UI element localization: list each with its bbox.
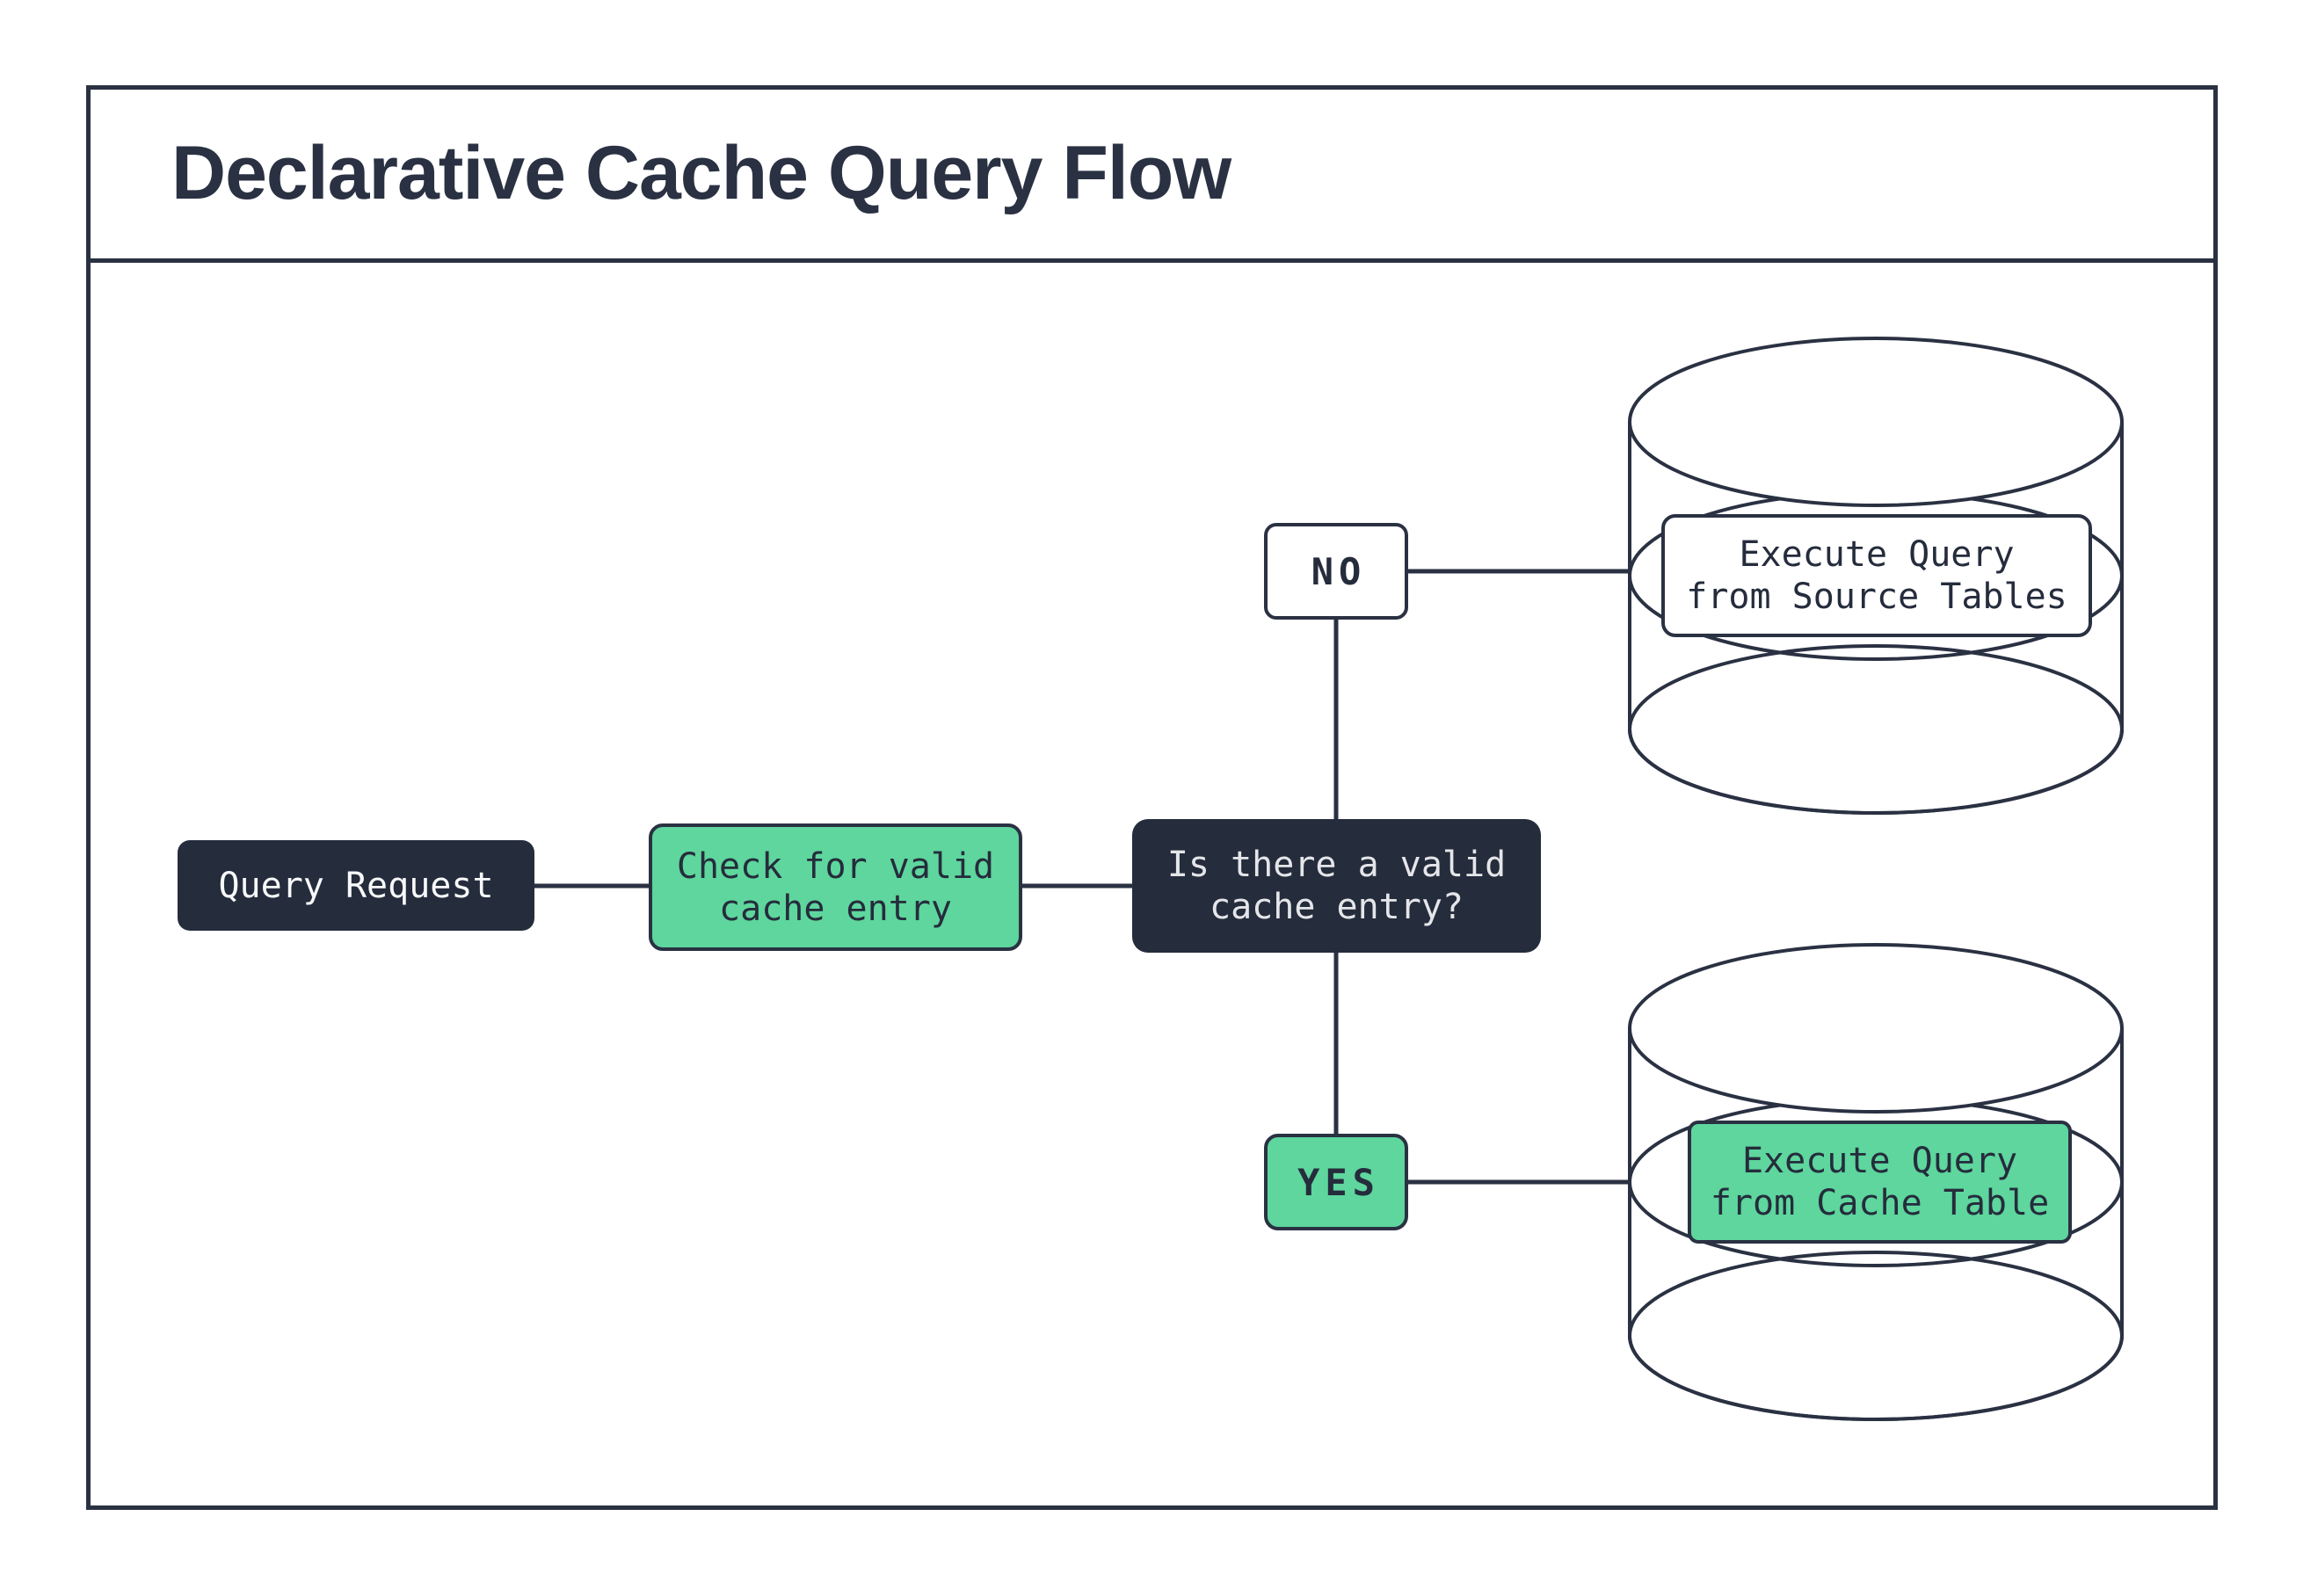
database-cylinder-cache — [1628, 943, 2124, 1421]
node-execute-query-cache-table: Execute Query from Cache Table — [1688, 1121, 2072, 1244]
page-title: Declarative Cache Query Flow — [171, 131, 1231, 215]
node-label: Query Request — [218, 865, 494, 906]
node-label-line: cache entry? — [1210, 887, 1464, 927]
node-execute-query-source-tables: Execute Query from Source Tables — [1661, 514, 2092, 637]
node-label-line: Is there a valid — [1166, 845, 1507, 885]
node-label-line: Execute Query — [1739, 534, 2015, 575]
node-query-request: Query Request — [178, 840, 534, 931]
node-label-line: from Source Tables — [1686, 577, 2067, 617]
cylinder-top-ellipse — [1628, 943, 2124, 1114]
node-decision-valid-cache: Is there a valid cache entry? — [1132, 819, 1541, 953]
cylinder-top-ellipse — [1628, 337, 2124, 507]
branch-label-yes: YES — [1264, 1134, 1408, 1230]
node-label-line: from Cache Table — [1710, 1183, 2050, 1223]
branch-text: NO — [1311, 549, 1367, 593]
node-check-cache: Check for valid cache entry — [649, 823, 1022, 951]
cylinder-walls — [1628, 1028, 2124, 1421]
node-label-line: Check for valid — [676, 845, 995, 887]
branch-text: YES — [1297, 1160, 1380, 1204]
header-divider — [86, 258, 2218, 263]
cylinder-walls — [1628, 422, 2124, 815]
node-label-line: Execute Query — [1741, 1141, 2018, 1181]
branch-label-no: NO — [1264, 523, 1408, 620]
node-label-line: cache entry — [719, 888, 952, 929]
